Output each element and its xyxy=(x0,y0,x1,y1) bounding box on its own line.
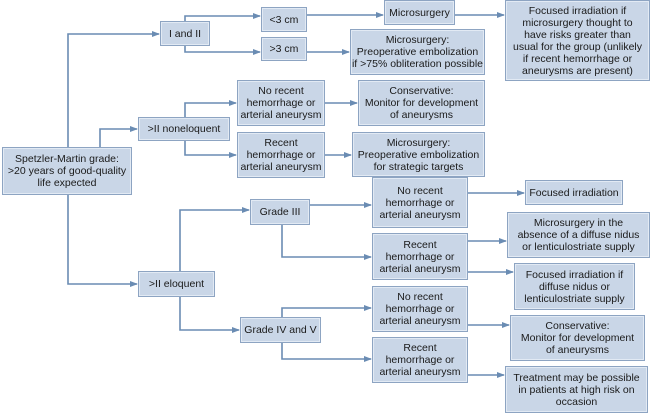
grade-4-5-treatment-box: Treatment may be possible in patients at… xyxy=(505,366,648,413)
lt3cm-box: <3 cm xyxy=(261,7,307,32)
grade-3-box: Grade III xyxy=(250,199,310,225)
connector xyxy=(281,225,372,260)
grade-4-5-no-recent-box: No recent hemorrhage or arterial aneurys… xyxy=(372,286,468,332)
grade-3-microsurgery-box: Microsurgery in the absence of a diffuse… xyxy=(507,212,650,258)
grade-3-recent-box: Recent hemorrhage or arterial aneurysm xyxy=(372,233,468,280)
grade-4-5-recent-box: Recent hemorrhage or arterial aneurysm xyxy=(372,337,468,383)
connector xyxy=(184,13,261,21)
noneloquent-conservative-box: Conservative: Monitor for development of… xyxy=(358,80,485,126)
noneloquent-recent-box: Recent hemorrhage or arterial aneurysm xyxy=(237,132,325,178)
grade-1-2-box: I and II xyxy=(160,21,210,46)
grade-3-irradiation-diffuse-box: Focused irradiation if diffuse nidus or … xyxy=(514,263,635,310)
connector xyxy=(184,46,261,55)
noneloquent-no-recent-box: No recent hemorrhage or arterial aneurys… xyxy=(237,80,325,126)
connector xyxy=(99,126,138,147)
eloquent-box: >II eloquent xyxy=(138,271,215,297)
microsurgery-embolization-box: Microsurgery: Preoperative embolization … xyxy=(350,29,485,75)
connector xyxy=(67,195,138,287)
connector xyxy=(184,100,237,117)
connector xyxy=(179,207,250,271)
microsurgery-box: Microsurgery xyxy=(384,0,455,25)
grade-4-5-conservative-box: Conservative: Monitor for development of… xyxy=(510,315,645,361)
noneloquent-microsurgery-box: Microsurgery: Preoperative embolization … xyxy=(352,132,485,177)
gt3cm-box: >3 cm xyxy=(261,37,307,61)
grade-3-no-recent-box: No recent hemorrhage or arterial aneurys… xyxy=(372,177,468,228)
connector xyxy=(281,305,372,317)
grade-4-5-box: Grade IV and V xyxy=(240,317,321,343)
connector xyxy=(184,141,237,158)
connector xyxy=(179,297,240,333)
connector xyxy=(281,343,372,362)
focused-irradiation-risk-box: Focused irradiation if microsurgery thou… xyxy=(505,0,650,81)
noneloquent-box: >II noneloquent xyxy=(138,117,230,141)
grade-3-focused-irradiation-box: Focused irradiation xyxy=(525,180,623,205)
connector xyxy=(67,31,160,147)
root-box: Spetzler-Martin grade: >20 years of good… xyxy=(2,147,132,195)
